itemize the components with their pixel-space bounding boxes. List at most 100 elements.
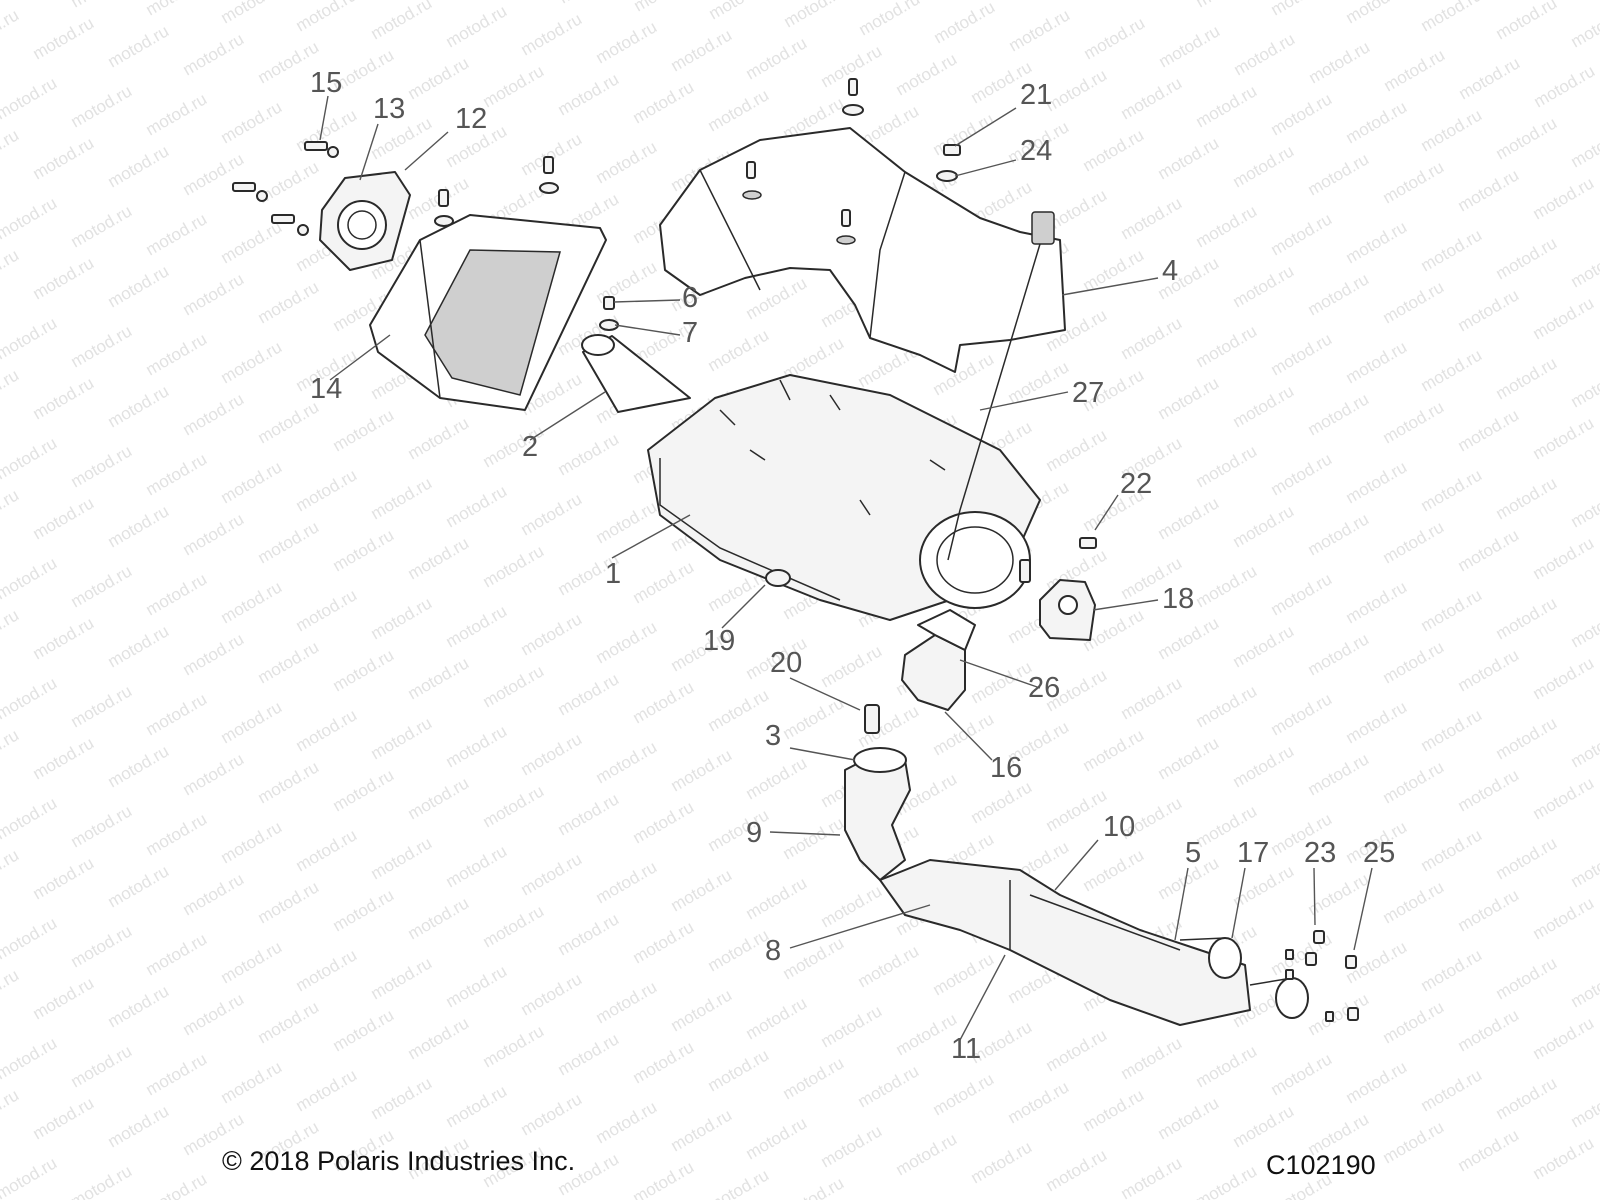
watermark-text: motod.ru [668, 25, 736, 75]
callout-6: 6 [682, 282, 698, 314]
watermark-text: motod.ru [368, 833, 436, 883]
watermark-text: motod.ru [1418, 945, 1486, 995]
watermark-text: motod.ru [105, 141, 173, 191]
watermark-text: motod.ru [1568, 361, 1600, 411]
watermark-text: motod.ru [1493, 593, 1561, 643]
watermark-text: motod.ru [1305, 509, 1373, 559]
watermark-text: motod.ru [143, 689, 211, 739]
callout-12: 12 [455, 103, 487, 135]
leader-line-22 [1094, 494, 1119, 531]
watermark-text: motod.ru [30, 973, 98, 1023]
watermark-text: motod.ru [180, 629, 248, 679]
watermark-text: motod.ru [630, 1037, 698, 1087]
watermark-text: motod.ru [68, 801, 136, 851]
watermark-text: motod.ru [705, 925, 773, 975]
spring [864, 704, 880, 734]
watermark-text: motod.ru [1568, 1, 1600, 51]
watermark-text: motod.ru [0, 5, 22, 55]
watermark-text: motod.ru [1268, 449, 1336, 499]
watermark-text: motod.ru [1118, 193, 1186, 243]
watermark-text: motod.ru [1530, 413, 1598, 463]
callout-27: 27 [1072, 377, 1104, 409]
watermark-text: motod.ru [30, 493, 98, 543]
watermark-text: motod.ru [1343, 697, 1411, 747]
callout-10: 10 [1103, 811, 1135, 843]
watermark-text: motod.ru [143, 569, 211, 619]
watermark-text: motod.ru [30, 733, 98, 783]
watermark-text: motod.ru [1568, 841, 1600, 891]
watermark-text: motod.ru [1080, 125, 1148, 175]
mid-pipe [879, 859, 1251, 1026]
watermark-text: motod.ru [555, 909, 623, 959]
watermark-text: motod.ru [1455, 645, 1523, 695]
leader-line-27 [979, 391, 1069, 411]
watermark-text: motod.ru [1230, 1101, 1298, 1151]
watermark-text: motod.ru [1118, 673, 1186, 723]
watermark-text: motod.ru [705, 1165, 773, 1200]
watermark-text: motod.ru [255, 637, 323, 687]
watermark-text: motod.ru [705, 325, 773, 375]
watermark-text: motod.ru [143, 209, 211, 259]
watermark-text: motod.ru [1193, 1161, 1261, 1200]
watermark-text: motod.ru [0, 433, 60, 483]
watermark-text: motod.ru [1531, 61, 1599, 111]
watermark-text: motod.ru [1155, 1093, 1223, 1143]
watermark-text: motod.ru [68, 921, 136, 971]
watermark-text: motod.ru [1305, 389, 1373, 439]
watermark-text: motod.ru [1118, 73, 1186, 123]
watermark-text: motod.ru [143, 449, 211, 499]
watermark-text: motod.ru [1343, 0, 1411, 27]
leader-line-1 [611, 514, 691, 559]
watermark-text: motod.ru [405, 893, 473, 943]
callout-14: 14 [310, 373, 342, 405]
watermark-text: motod.ru [1343, 457, 1411, 507]
watermark-text: motod.ru [1193, 1041, 1261, 1091]
watermark-text: motod.ru [1155, 613, 1223, 663]
watermark-text: motod.ru [1493, 833, 1561, 883]
watermark-text: motod.ru [1193, 321, 1261, 371]
watermark-text: motod.ru [405, 413, 473, 463]
watermark-text: motod.ru [593, 17, 661, 67]
watermark-text: motod.ru [780, 1053, 848, 1103]
watermark-text: motod.ru [0, 485, 22, 535]
watermark-text: motod.ru [1418, 465, 1486, 515]
watermark-text: motod.ru [1268, 89, 1336, 139]
callout-26: 26 [1028, 672, 1060, 704]
watermark-text: motod.ru [1305, 269, 1373, 319]
watermark-text: motod.ru [1418, 105, 1486, 155]
watermark-text: motod.ru [1155, 373, 1223, 423]
callout-18: 18 [1162, 583, 1194, 615]
watermark-text: motod.ru [330, 405, 398, 455]
watermark-text: motod.ru [368, 0, 436, 43]
watermark-text: motod.ru [518, 609, 586, 659]
watermark-text: motod.ru [1530, 773, 1598, 823]
watermark-text: motod.ru [1230, 621, 1298, 671]
watermark-text: motod.ru [443, 721, 511, 771]
watermark-text: motod.ru [1380, 637, 1448, 687]
watermark-text: motod.ru [105, 501, 173, 551]
leader-line-6 [613, 299, 681, 303]
watermark-text: motod.ru [1043, 1145, 1111, 1195]
watermark-text: motod.ru [443, 481, 511, 531]
watermark-text: motod.ru [1493, 233, 1561, 283]
watermark-text: motod.ru [0, 845, 22, 895]
watermark-text: motod.ru [593, 617, 661, 667]
watermark-text: motod.ru [705, 85, 773, 135]
watermark-text: motod.ru [143, 89, 211, 139]
watermark-text: motod.ru [930, 109, 998, 159]
watermark-text: motod.ru [443, 841, 511, 891]
watermark-text: motod.ru [630, 677, 698, 727]
watermark-text: motod.ru [968, 777, 1036, 827]
watermark-text: motod.ru [1380, 1117, 1448, 1167]
outlet-tubes [1179, 937, 1309, 1019]
watermark-text: motod.ru [0, 313, 60, 363]
watermark-text: motod.ru [330, 885, 398, 935]
callout-17: 17 [1237, 837, 1269, 869]
watermark-text: motod.ru [518, 9, 586, 59]
watermark-text: motod.ru [593, 497, 661, 547]
watermark-text: motod.ru [68, 81, 136, 131]
watermark-text: motod.ru [1455, 1125, 1523, 1175]
watermark-text: motod.ru [1493, 713, 1561, 763]
leader-line-25 [1353, 867, 1373, 951]
watermark-text: motod.ru [1230, 741, 1298, 791]
